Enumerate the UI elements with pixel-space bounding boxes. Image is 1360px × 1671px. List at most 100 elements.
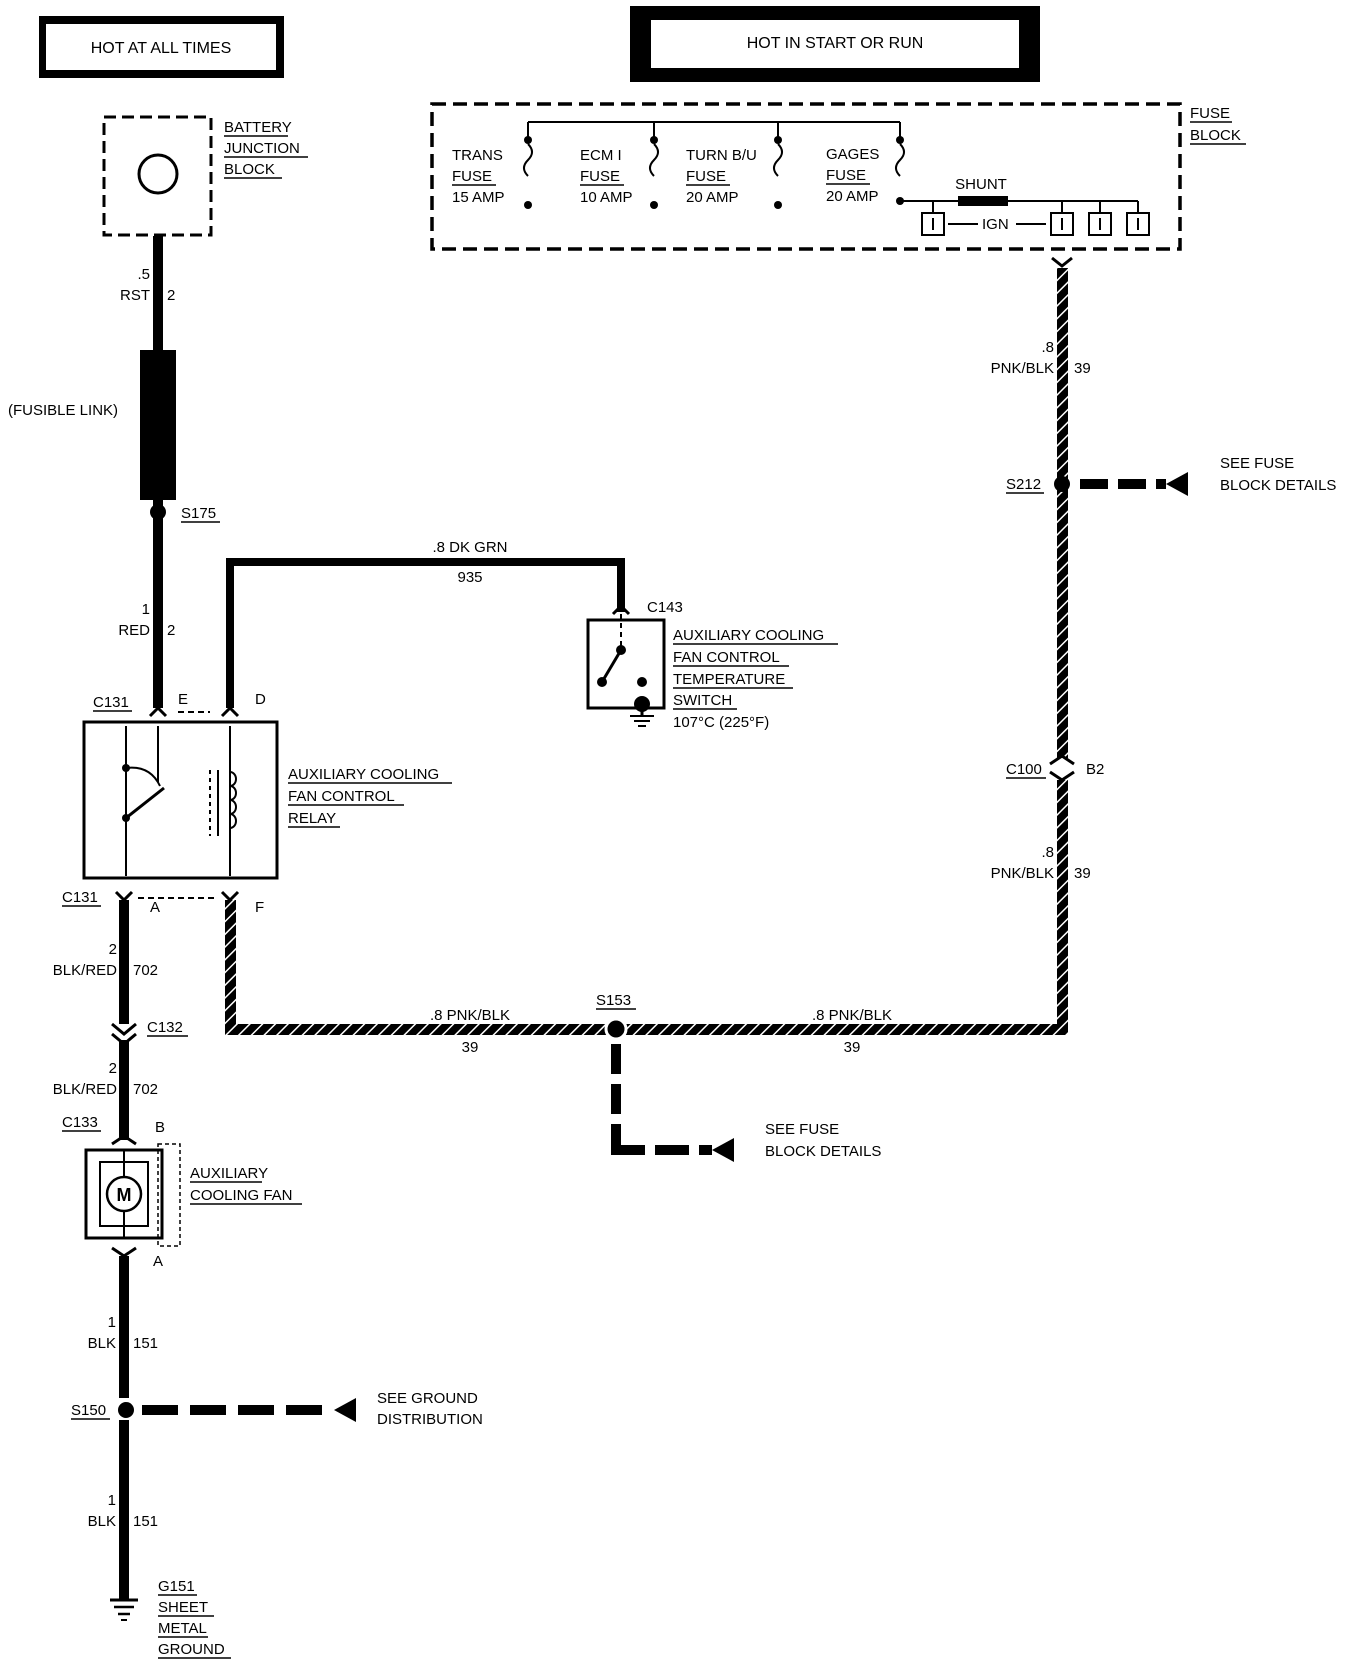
header-right-label: HOT IN START OR RUN: [747, 35, 924, 52]
wire-pnk-blk-top-circuit: 39: [1074, 360, 1091, 377]
wire-pnk-blk-top-gauge: .8: [1041, 339, 1054, 356]
fuse-block-title2: BLOCK: [1190, 127, 1241, 144]
wire-blk-red-1-color: BLK/RED: [53, 962, 117, 979]
wire-dk-grn: .8 DK GRN 935: [226, 539, 625, 708]
fan-pin-a: A: [153, 1253, 163, 1270]
relay-pin-a: A: [150, 899, 160, 916]
fuse-turn-bu-line2: FUSE: [686, 168, 726, 185]
temp-switch-line4: SWITCH: [673, 692, 732, 709]
fuse-details-1-line2: BLOCK DETAILS: [1220, 477, 1336, 494]
header-hot-at-all-times: HOT AT ALL TIMES: [39, 16, 284, 78]
relay-pin-f: F: [255, 899, 264, 916]
wire-pnk-blk-mid-color: PNK/BLK: [991, 865, 1054, 882]
battery-terminal-icon: [137, 153, 179, 195]
fuse-details-arrow-icon: [1166, 472, 1188, 496]
wire-dk-grn-label: .8 DK GRN: [432, 539, 507, 556]
shunt-label: SHUNT: [955, 176, 1007, 193]
fuse-turn-bu-line3: 20 AMP: [686, 189, 739, 206]
relay-line1: AUXILIARY COOLING: [288, 766, 439, 783]
fusible-link-label: (FUSIBLE LINK): [8, 402, 118, 419]
ign-label: IGN: [982, 216, 1009, 233]
fuse-details-2-line2: BLOCK DETAILS: [765, 1143, 881, 1160]
battery-block-line1: BATTERY: [224, 119, 292, 136]
fuse-gages-icon: [895, 143, 905, 177]
battery-junction-block: BATTERY JUNCTION BLOCK: [102, 115, 308, 237]
fusible-link: (FUSIBLE LINK): [8, 350, 176, 500]
relay-connector-bottom: C131: [62, 889, 98, 906]
fuse-slot-icon: [1050, 212, 1074, 236]
battery-block-line3: BLOCK: [224, 161, 275, 178]
fan-line2: COOLING FAN: [190, 1187, 293, 1204]
wire-blk-2-circuit: 151: [133, 1513, 158, 1530]
splice-s153: S153 SEE FUSE BLOCK DETAILS: [596, 992, 881, 1162]
fuse-turn-bu-icon: [773, 143, 783, 177]
temp-switch-line1: AUXILIARY COOLING: [673, 627, 824, 644]
motor-symbol: M: [117, 1185, 132, 1205]
wire-pnk-blk-bottom: .8 PNK/BLK 39 .8 PNK/BLK 39: [225, 900, 1067, 1056]
fuse-gages-line2: FUSE: [826, 167, 866, 184]
fuse-turn-bu-line1: TURN B/U: [686, 147, 757, 164]
wire-pnk-blk-bottom-right-circuit: 39: [844, 1039, 861, 1056]
relay-connector-top: C131: [93, 694, 129, 711]
fuse-ecm-line2: FUSE: [580, 168, 620, 185]
wire-pnk-blk-bottom-right-label: .8 PNK/BLK: [812, 1007, 892, 1024]
fuse-ecm-icon: [649, 143, 659, 177]
wire-pnk-blk-bottom-left-label: .8 PNK/BLK: [430, 1007, 510, 1024]
wire-red-circuit: 2: [167, 622, 175, 639]
shunt-bus: SHUNT IGN: [900, 176, 1150, 236]
splice-s212-label: S212: [1006, 476, 1041, 493]
ground-line2: METAL: [158, 1620, 207, 1637]
wire-blk-1: 1 BLK 151: [88, 1256, 158, 1398]
wire-pnk-blk-mid-label: .8 PNK/BLK 39: [991, 844, 1091, 882]
fuse-ecm: ECM I FUSE 10 AMP: [580, 122, 659, 209]
wire-blk-1-gauge: 1: [108, 1314, 116, 1331]
connector-c100: C100 B2: [1006, 754, 1104, 782]
ground-distribution-line2: DISTRIBUTION: [377, 1411, 483, 1428]
splice-s175: S175: [150, 500, 220, 708]
ground-distribution-line1: SEE GROUND: [377, 1390, 478, 1407]
header-hot-in-start-or-run: HOT IN START OR RUN: [630, 6, 1040, 82]
fuse-gages-line3: 20 AMP: [826, 188, 879, 205]
wire-rst-color: RST: [120, 287, 150, 304]
relay: C131 E D AUXILIARY COOLING FAN CONTROL R…: [62, 691, 452, 916]
relay-coil-icon: [229, 771, 237, 829]
fuse-block-title1: FUSE: [1190, 105, 1230, 122]
connector-c132-label: C132: [147, 1019, 183, 1036]
wire-rst-circuit: 2: [167, 287, 175, 304]
wire-pnk-blk-top-color: PNK/BLK: [991, 360, 1054, 377]
fuse-trans: TRANS FUSE 15 AMP: [452, 122, 533, 209]
temp-switch-connector: C143: [647, 599, 683, 616]
header-left-label: HOT AT ALL TIMES: [91, 40, 232, 57]
fuse-gages-line1: GAGES: [826, 146, 879, 163]
wire-blk-red-1-gauge: 2: [109, 941, 117, 958]
fuse-ecm-line1: ECM I: [580, 147, 622, 164]
motor-icon: [105, 1175, 143, 1213]
splice-s175-label: S175: [181, 505, 216, 522]
temp-switch-line3: TEMPERATURE: [673, 671, 785, 688]
wire-blk-2-gauge: 1: [108, 1492, 116, 1509]
fuse-trans-icon: [523, 143, 533, 177]
ground-g151: G151 SHEET METAL GROUND: [110, 1578, 231, 1659]
temp-switch-line5: 107°C (225°F): [673, 714, 769, 731]
wire-dk-grn-circuit: 935: [457, 569, 482, 586]
fuse-details-2-line1: SEE FUSE: [765, 1121, 839, 1138]
wire-pnk-blk-right: .8 PNK/BLK 39: [991, 256, 1091, 1034]
fuse-turn-bu: TURN B/U FUSE 20 AMP: [686, 122, 783, 209]
relay-line2: FAN CONTROL: [288, 788, 395, 805]
fuse-slot-icon: [1088, 212, 1112, 236]
relay-pin-d: D: [255, 691, 266, 708]
wire-blk-red-2-circuit: 702: [133, 1081, 158, 1098]
wire-blk-red-2-color: BLK/RED: [53, 1081, 117, 1098]
temp-switch-line2: FAN CONTROL: [673, 649, 780, 666]
relay-line3: RELAY: [288, 810, 336, 827]
fuse-gages: GAGES FUSE 20 AMP: [826, 122, 905, 205]
fuse-trans-line2: FUSE: [452, 168, 492, 185]
temperature-switch: C143 AUXILIARY COOLING FAN CONTROL TEMPE…: [586, 599, 838, 731]
fan-pin-b: B: [155, 1119, 165, 1136]
wire-blk-2-color: BLK: [88, 1513, 116, 1530]
connector-c100-pin: B2: [1086, 761, 1104, 778]
fuse-details-1-line1: SEE FUSE: [1220, 455, 1294, 472]
fuse-trans-line3: 15 AMP: [452, 189, 505, 206]
fuse-details-arrow-icon: [712, 1138, 734, 1162]
